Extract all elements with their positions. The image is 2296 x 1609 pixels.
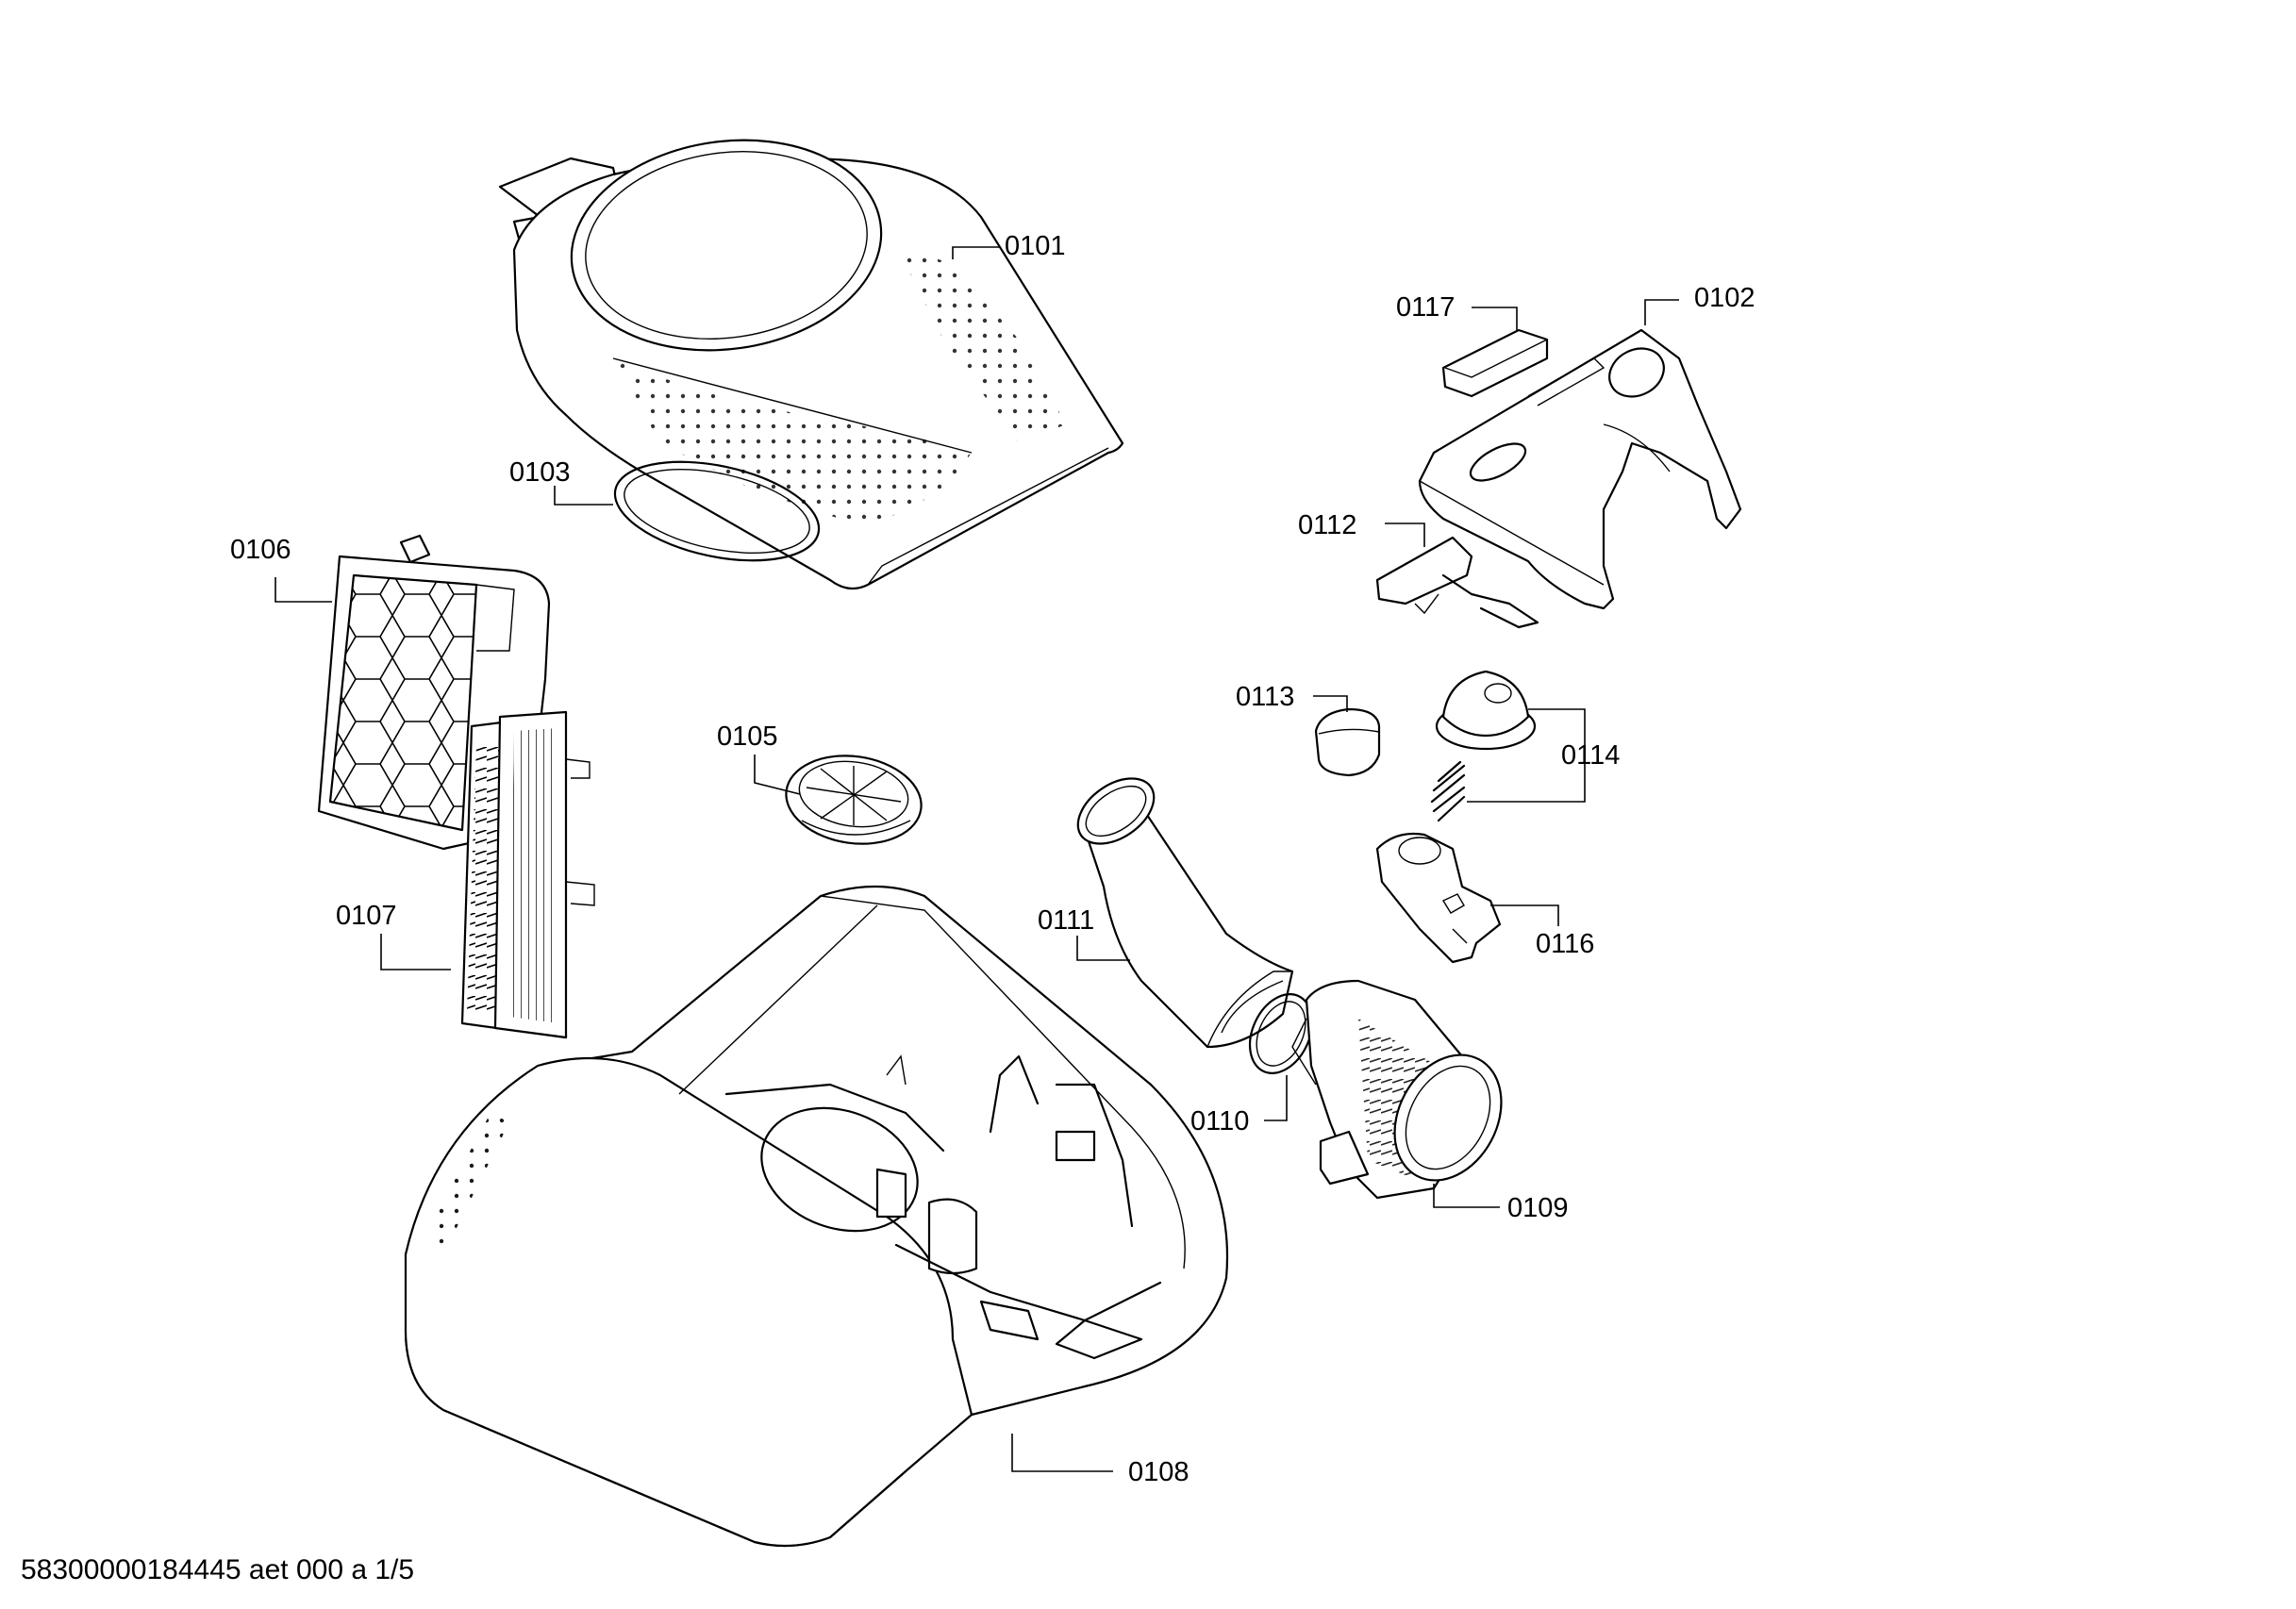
document-code: 58300000184445 aet 000 a 1/5 (21, 1554, 415, 1585)
part-0112-release-lever (1375, 536, 1539, 629)
label-0116: 0116 (1536, 929, 1594, 959)
leader-0102: 0102 (1644, 283, 1755, 325)
leader-0106: 0106 (230, 535, 332, 603)
label-0103: 0103 (509, 457, 571, 488)
label-0105: 0105 (717, 722, 778, 752)
label-0106: 0106 (230, 535, 291, 565)
part-0102-handle-bracket (1418, 328, 1742, 610)
leader-0110: 0110 (1190, 1075, 1288, 1136)
label-0109: 0109 (1507, 1193, 1569, 1223)
part-0113-cap (1314, 707, 1381, 777)
label-0107: 0107 (336, 901, 397, 931)
label-0110: 0110 (1190, 1106, 1249, 1136)
part-0108-main-housing (404, 885, 1229, 1548)
leader-0113: 0113 (1236, 682, 1348, 712)
label-0101: 0101 (1005, 231, 1066, 261)
part-0109-bellows-connector (1291, 979, 1503, 1200)
leader-0112: 0112 (1298, 510, 1425, 547)
label-0111: 0111 (1038, 905, 1094, 936)
label-0114: 0114 (1561, 740, 1620, 771)
leader-0114: 0114 (1467, 708, 1620, 803)
label-0108: 0108 (1128, 1457, 1190, 1487)
leader-0116: 0116 (1490, 904, 1594, 959)
leader-0117: 0117 (1396, 292, 1518, 330)
leader-0103: 0103 (509, 457, 613, 506)
label-0113: 0113 (1236, 682, 1294, 712)
leader-0105: 0105 (717, 722, 801, 795)
part-0117-small-clip (1441, 328, 1549, 398)
part-0105-valve-disc (785, 755, 923, 845)
part-0103-gasket-ring (613, 460, 821, 562)
leader-0107: 0107 (336, 901, 451, 970)
leader-0111: 0111 (1038, 905, 1130, 961)
part-0101-top-cover (498, 139, 1124, 590)
label-0117: 0117 (1396, 292, 1455, 323)
leader-0108: 0108 (1011, 1434, 1190, 1487)
part-0111-hose-elbow (1076, 777, 1294, 1049)
leader-0109: 0109 (1433, 1184, 1569, 1223)
label-0102: 0102 (1694, 283, 1755, 313)
part-0116-latch (1375, 832, 1502, 964)
part-0114-button-spring (1430, 670, 1537, 822)
part-0110-o-ring (1248, 993, 1314, 1074)
part-0107-pleated-filter (460, 710, 595, 1039)
label-0112: 0112 (1298, 510, 1356, 540)
leader-0101: 0101 (952, 231, 1066, 261)
